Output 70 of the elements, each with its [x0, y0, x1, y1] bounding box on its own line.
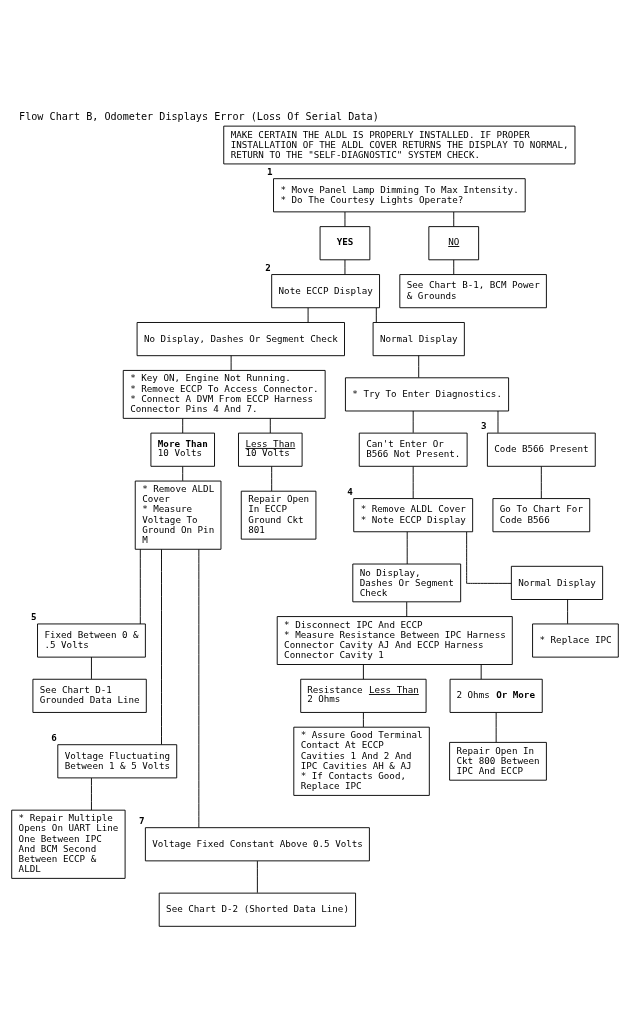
connector — [362, 663, 364, 680]
node-box: * Disconnect IPC And ECCP * Measure Resistance Between IPC Harness Connector Cavity AJ And ECCP Harness Connector Cavity 1 — [276, 615, 513, 665]
node-box: * Remove ALDL Cover * Note ECCP Display — [353, 497, 474, 532]
connector — [139, 548, 141, 624]
node-box: * Replace IPC — [532, 623, 619, 658]
node-box: More Than 10 Volts — [150, 432, 215, 467]
node-box: Voltage Fluctuating Between 1 & 5 Volts — [57, 743, 178, 778]
node-box: MAKE CERTAIN THE ALDL IS PROPERLY INSTALLED. IF PROPER INSTALLATION OF THE ALDL COVER RETURNS THE DISPLAY TO NORMAL, RETURN TO THE "SELF-DIAGNOSTIC" SYSTEM CHECK. — [223, 125, 576, 164]
node-box: * Repair Multiple Opens On UART Line One Between IPC And BCM Second Between ECCP & ALDL — [11, 809, 126, 879]
connector — [567, 598, 569, 624]
node-box: * Try To Enter Diagnostics. — [344, 376, 510, 411]
connector — [406, 530, 408, 564]
node-box: Note ECCP Display — [271, 273, 380, 308]
connector — [307, 306, 309, 323]
node-label: 1 — [267, 165, 273, 177]
connector — [495, 711, 497, 743]
connector — [269, 417, 271, 433]
node-box: YES — [319, 225, 371, 260]
connector — [540, 465, 542, 499]
connector — [406, 601, 408, 617]
node-box: Resistance Less Than 2 Ohms — [300, 678, 427, 713]
node-box: Repair Open In ECCP Ground Ckt 801 — [240, 490, 317, 540]
connector — [161, 548, 162, 745]
connector — [344, 211, 346, 227]
node-label: 7 — [138, 814, 145, 826]
connector — [362, 711, 364, 727]
node-box: Normal Display — [510, 565, 604, 600]
node-box: Fixed Between 0 & .5 Volts — [37, 623, 146, 658]
node-box: Repair Open In Ckt 800 Between IPC And ECCP — [449, 741, 547, 781]
connector — [256, 860, 258, 893]
node-box: See Chart D-1 Grounded Data Line — [32, 678, 147, 713]
connector — [453, 211, 455, 227]
connector — [91, 656, 92, 679]
diagram-title: Flow Chart B, Odometer Displays Error (Loss Of Serial Data) — [19, 109, 379, 121]
node-box: See Chart B-1, BCM Power & Grounds — [399, 273, 547, 308]
connector — [182, 465, 184, 481]
connector — [91, 777, 92, 810]
node-label: 4 — [347, 485, 353, 497]
node-box: Voltage Fixed Constant Above 0.5 Volts — [144, 826, 370, 861]
connector — [344, 259, 346, 275]
node-label: 3 — [480, 419, 487, 431]
node-box: * Remove ALDL Cover * Measure Voltage To Ground On Pin M — [134, 480, 222, 550]
connector — [497, 410, 499, 433]
connector — [418, 354, 420, 378]
node-box: Less Than 10 Volts — [238, 432, 303, 467]
connector — [271, 465, 273, 491]
node-box: See Chart D-2 (Shorted Data Line) — [158, 892, 356, 927]
node-box: No Display, Dashes Or Segment Check — [352, 563, 462, 602]
node-box: No Display, Dashes Or Segment Check — [136, 321, 345, 356]
node-box: Can't Enter Or B566 Not Present. — [358, 432, 468, 467]
node-box: * Assure Good Terminal Contact At ECCP Cavities 1 And 2 And IPC Cavities AH & AJ * If Contacts Good, Replace IPC — [293, 726, 430, 796]
connector — [198, 548, 200, 828]
node-label: 2 — [265, 261, 271, 273]
connector — [412, 465, 414, 499]
connector — [230, 354, 232, 371]
node-box: Normal Display — [372, 321, 465, 356]
node-box: * Move Panel Lamp Dimming To Max Intensity. * Do The Courtesy Lights Operate? — [273, 177, 526, 212]
node-box: NO — [428, 225, 480, 260]
connector — [412, 410, 414, 433]
node-box: * Key ON, Engine Not Running. * Remove ECCP To Access Connector. * Connect A DVM From ECCP Harness Connector Pins 4 And 7. — [122, 369, 326, 419]
connector — [480, 663, 482, 680]
node-box: Code B566 Present — [486, 432, 596, 467]
connector — [466, 531, 512, 584]
node-box: 2 Ohms Or More — [449, 678, 543, 713]
connector — [453, 259, 455, 275]
node-label: 5 — [31, 610, 37, 622]
connector — [182, 417, 184, 433]
node-label: 6 — [51, 731, 57, 743]
node-box: Go To Chart For Code B566 — [492, 497, 591, 532]
connector — [375, 306, 377, 323]
